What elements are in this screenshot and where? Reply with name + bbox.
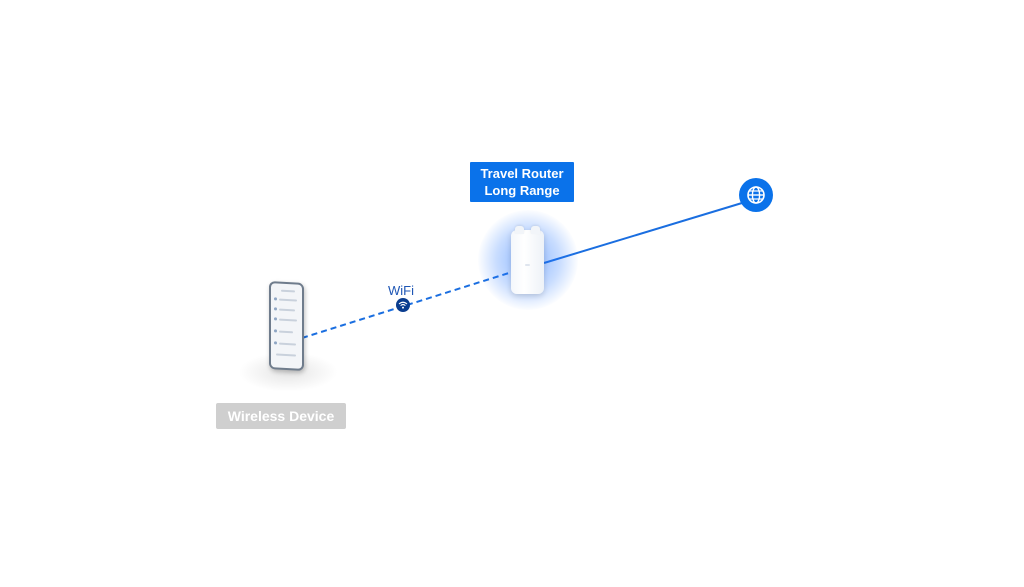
wifi-badge [396,298,410,312]
internet-globe [739,178,773,212]
screen-dot [274,329,277,333]
screen-line [279,330,293,334]
screen-line [279,308,295,312]
router-antenna-tab [531,226,540,234]
wifi-label: WiFi [388,283,414,298]
screen-line [276,353,296,357]
screen-line [281,289,295,293]
router-label-line2: Long Range [484,183,560,198]
router-label-line1: Travel Router [480,166,564,181]
screen-dot [274,297,277,301]
screen-line [279,298,297,302]
router-label: Travel Router Long Range [470,162,574,202]
screen-dot [274,317,277,321]
screen-dot [274,307,277,311]
router-antenna-tab [515,226,524,234]
router-device [511,226,544,294]
screen-dot [274,341,277,345]
router-led [525,264,530,266]
smartphone-device [269,281,304,371]
phone-screen [271,283,302,369]
screen-line [279,342,296,346]
device-label: Wireless Device [216,403,346,429]
globe-icon [747,186,765,204]
screen-line [279,318,297,322]
wifi-icon [398,301,408,309]
